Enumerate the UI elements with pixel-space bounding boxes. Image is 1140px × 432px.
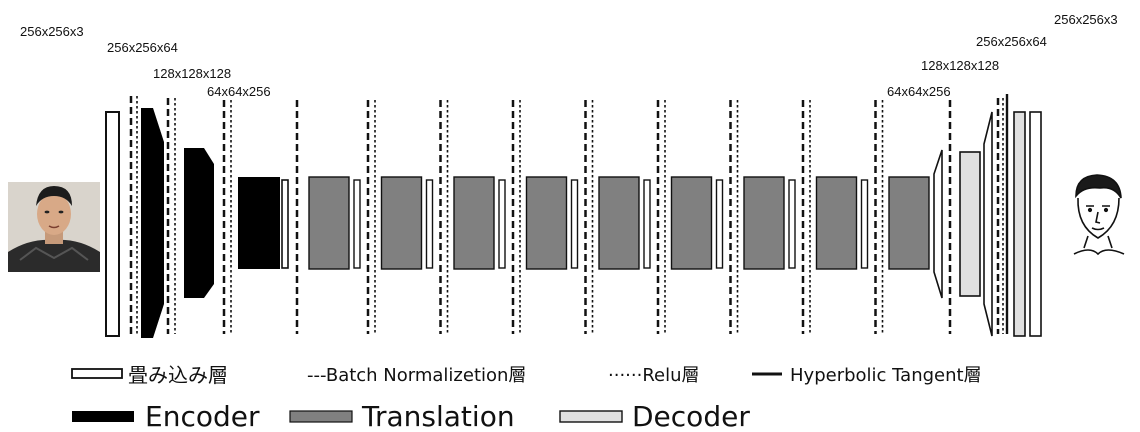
encoder-block-2 [184,148,214,298]
dim-label-dec2: 128x128x128 [921,58,999,73]
decoder-block-1 [1013,111,1026,337]
residual-block [353,179,361,269]
residual-block [498,179,506,269]
dim-label-enc2: 128x128x128 [153,66,231,81]
translation-block [670,176,713,270]
translation-blocks [308,100,930,334]
output-sketch [1073,174,1125,256]
legend-swatch-encoder [72,411,134,422]
legend-decoder: Decoder [632,400,750,432]
deconv-layer [983,111,993,337]
dim-label-dec3: 64x64x256 [887,84,951,99]
legend-swatch-conv [71,368,123,379]
residual-block [570,179,579,269]
legend-translation: Translation [361,400,515,432]
residual-block [860,179,869,269]
translation-block [308,176,350,270]
residual-block [788,179,796,269]
residual-block [425,179,434,269]
translation-block [815,176,858,270]
conv-layer [1029,111,1042,337]
legend-swatch-translation [289,410,353,423]
translation-block [453,176,495,270]
input-photo [8,182,100,272]
conv-layer [105,111,120,337]
encoder-block-3 [238,177,280,269]
legend-tanh: Hyperbolic Tangent層 [790,365,982,386]
translation-block [888,176,930,270]
dim-label-input: 256x256x3 [20,24,84,39]
dim-label-enc1: 256x256x64 [107,40,178,55]
translation-block [743,176,785,270]
legend-relu: ······Relu層 [608,365,700,386]
decoder-block-2 [959,151,981,297]
dim-label-dec1: 256x256x64 [976,34,1047,49]
legend-swatch-decoder [559,410,623,423]
dim-label-enc3: 64x64x256 [207,84,271,99]
encoder-block-1 [141,108,164,338]
dim-label-output: 256x256x3 [1054,12,1118,27]
translation-block [380,176,423,270]
deconv-layer [933,149,943,299]
residual-block [643,179,651,269]
residual-block [715,179,724,269]
legend-encoder: Encoder [145,400,260,432]
legend-batchnorm: ---Batch Normalizetion層 [307,365,526,386]
translation-block [598,176,640,270]
translation-block [525,176,568,270]
legend-conv: 畳み込み層 [128,363,228,387]
residual-block [281,179,289,269]
